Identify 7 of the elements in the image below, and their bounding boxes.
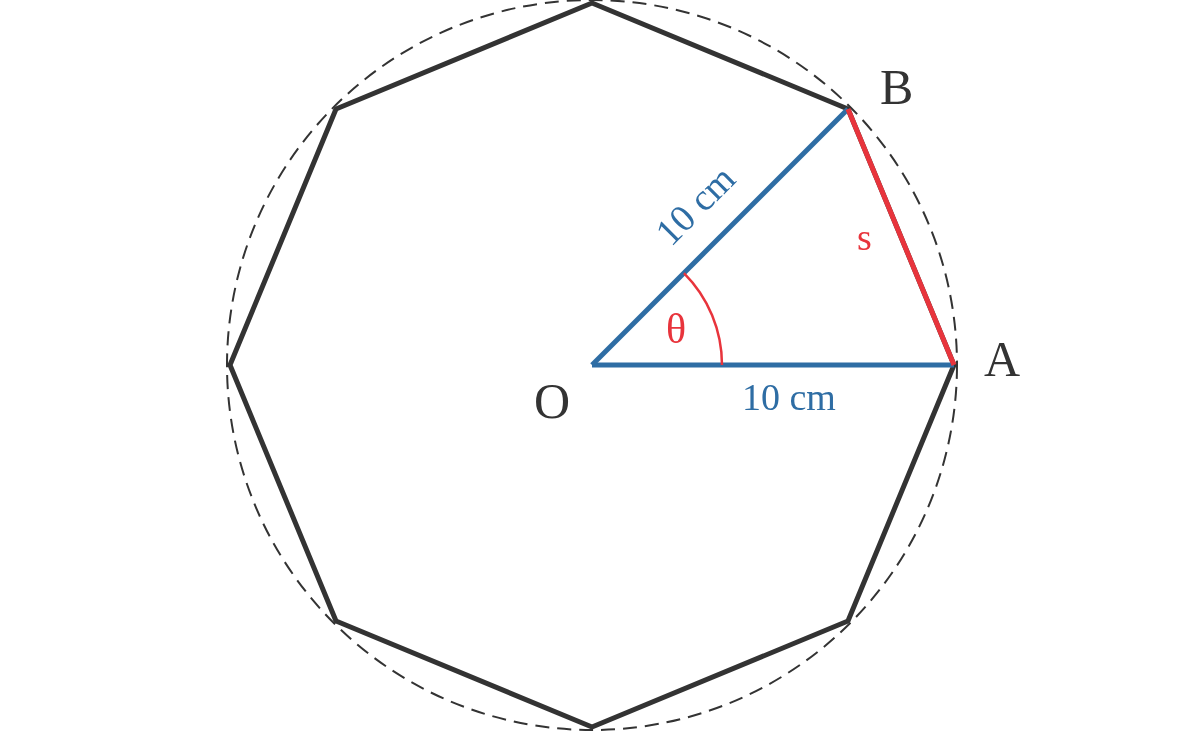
side-label: s (857, 218, 872, 256)
length-label: 10 cm (648, 158, 742, 252)
point-label: B (880, 62, 914, 112)
point-label: A (984, 334, 1021, 384)
angle-label: θ (666, 308, 687, 350)
length-label: 10 cm (742, 378, 836, 416)
point-label: O (534, 376, 571, 426)
